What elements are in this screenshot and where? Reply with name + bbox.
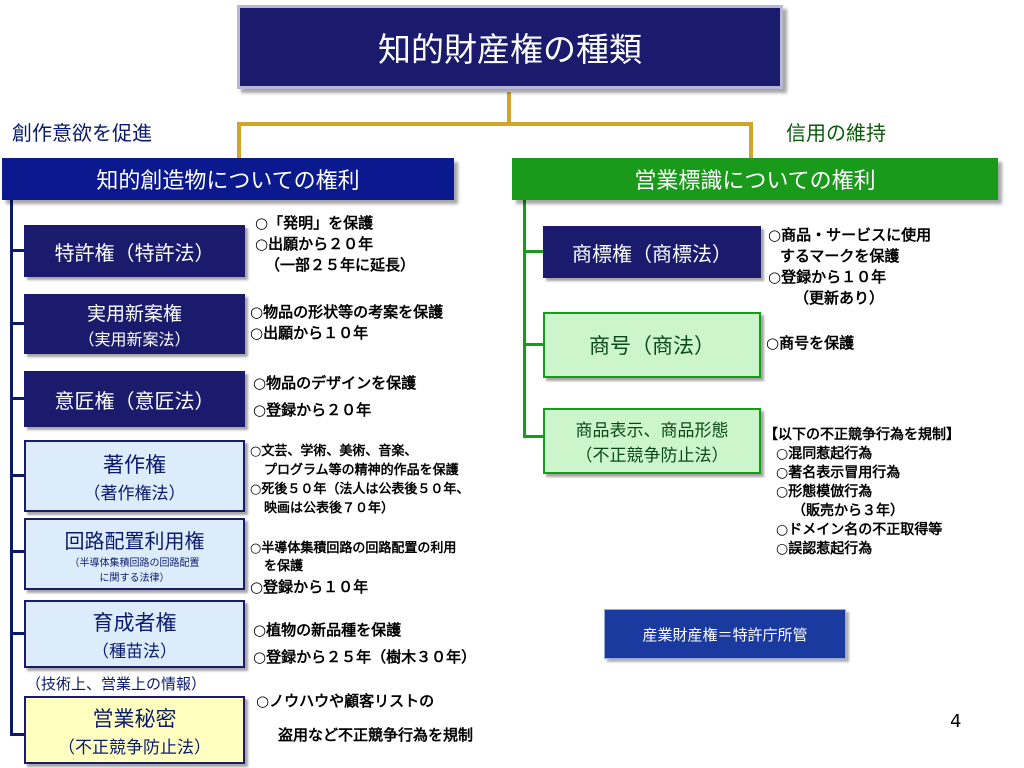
description-line: ○ドメイン名の不正取得等 bbox=[776, 522, 943, 538]
patent-right-description: ○「発明」を保護 ○出願から２０年 （一部２５年に延長） bbox=[255, 213, 415, 276]
left-section-header-text: 知的創造物についての権利 bbox=[96, 169, 360, 194]
description-line: ○混同惹起行為 bbox=[776, 446, 873, 462]
breeder-right-box: 育成者権 （種苗法） bbox=[24, 600, 245, 668]
left-branch bbox=[10, 632, 24, 635]
copyright-sub: （著作権法） bbox=[83, 483, 186, 504]
product-display-label: 商品表示、商品形態 bbox=[575, 421, 729, 441]
product-display-description: 【以下の不正競争行為を規制】 ○混同惹起行為 ○著名表示冒用行為 ○形態模倣行為… bbox=[764, 426, 960, 559]
trademark-right-description: ○商品・サービスに使用 するマークを保護 ○登録から１０年 （更新あり） bbox=[768, 225, 931, 309]
description-line: 映画は公表後７０年） bbox=[264, 501, 395, 516]
page-number: 4 bbox=[950, 711, 962, 732]
description-line: ○出願から１０年 bbox=[250, 324, 369, 342]
description-line: ○著名表示冒用行為 bbox=[776, 465, 901, 481]
utility-model-sub: （実用新案法） bbox=[78, 329, 191, 349]
copyright-box: 著作権 （著作権法） bbox=[24, 440, 245, 512]
design-right-description: ○物品のデザインを保護 ○登録から２０年 bbox=[253, 370, 416, 424]
description-line: ○登録から１０年 bbox=[768, 268, 887, 286]
right-branch bbox=[523, 435, 543, 438]
right-top-label: 信用の維持 bbox=[786, 121, 886, 145]
description-line: を保護 bbox=[264, 559, 304, 574]
description-line: （更新あり） bbox=[794, 289, 885, 307]
trade-name-box: 商号（商法） bbox=[543, 312, 761, 378]
circuit-layout-box: 回路配置利用権 （半導体集積回路の回路配置 に関する法律） bbox=[24, 518, 245, 590]
description-line: ○登録から１０年 bbox=[250, 578, 369, 596]
right-section-header-text: 営業標識についての権利 bbox=[634, 169, 876, 194]
left-vertical-spine bbox=[10, 198, 13, 736]
left-branch bbox=[10, 397, 24, 400]
description-line: ○形態模倣行為 bbox=[776, 484, 873, 500]
circuit-layout-description: ○半導体集積回路の回路配置の利用 を保護 ○登録から１０年 bbox=[250, 540, 456, 598]
description-line: ○商号を保護 bbox=[766, 334, 855, 352]
trade-name-label: 商号（商法） bbox=[589, 334, 715, 358]
breeder-right-description: ○植物の新品種を保護 ○登録から２５年（樹木３０年） bbox=[253, 617, 476, 671]
description-line: ○出願から２０年 bbox=[255, 235, 374, 253]
left-branch bbox=[10, 249, 24, 252]
right-section-header: 営業標識についての権利 bbox=[512, 158, 998, 200]
industrial-property-note-text: 産業財産権＝特許庁所管 bbox=[642, 625, 808, 644]
trademark-right-box: 商標権（商標法） bbox=[543, 226, 761, 278]
description-line: ○「発明」を保護 bbox=[255, 214, 374, 232]
copyright-description: ○文芸、学術、美術、音楽、 プログラム等の精神的作品を保護 ○死後５０年（法人は… bbox=[250, 442, 469, 518]
description-line: ○登録から２０年 bbox=[253, 401, 372, 419]
description-line: するマークを保護 bbox=[780, 247, 900, 265]
description-line: プログラム等の精神的作品を保護 bbox=[264, 463, 459, 478]
description-line: ○死後５０年（法人は公表後５０年、 bbox=[250, 482, 470, 497]
design-right-box: 意匠権（意匠法） bbox=[24, 371, 245, 427]
description-line: ○植物の新品種を保護 bbox=[253, 621, 402, 639]
description-line: （販売から３年） bbox=[792, 503, 904, 519]
description-line: ○文芸、学術、美術、音楽、 bbox=[250, 444, 418, 459]
description-line: ○登録から２５年（樹木３０年） bbox=[253, 648, 477, 666]
patent-right-box: 特許権（特許法） bbox=[24, 225, 245, 277]
trade-secret-description: ○ノウハウや顧客リストの 盗用など不正競争行為を規制 bbox=[256, 684, 473, 752]
title-connector bbox=[507, 92, 511, 124]
circuit-layout-sub: （半導体集積回路の回路配置 bbox=[69, 557, 200, 569]
left-branch bbox=[10, 550, 24, 553]
left-branch bbox=[10, 322, 24, 325]
design-right-label: 意匠権（意匠法） bbox=[54, 388, 215, 413]
trade-secret-box: 営業秘密 （不正競争防止法） bbox=[24, 696, 245, 764]
right-vertical-spine bbox=[523, 200, 526, 438]
left-branch bbox=[10, 733, 24, 736]
trade-secret-note: （技術上、営業上の情報） bbox=[26, 675, 207, 693]
utility-model-label: 実用新案権 bbox=[86, 302, 182, 325]
breeder-right-sub: （種苗法） bbox=[92, 641, 177, 662]
left-drop-connector bbox=[237, 122, 241, 158]
product-display-sub: （不正競争防止法） bbox=[575, 446, 729, 466]
trade-name-description: ○商号を保護 bbox=[766, 333, 854, 354]
breeder-right-label: 育成者権 bbox=[92, 610, 177, 635]
page-title: 知的財産権の種類 bbox=[237, 5, 783, 89]
top-horizontal-connector bbox=[237, 122, 753, 126]
description-line: 盗用など不正競争行為を規制 bbox=[278, 726, 474, 744]
description-line: ○物品のデザインを保護 bbox=[253, 374, 417, 392]
trade-secret-label: 営業秘密 bbox=[92, 706, 177, 731]
right-branch bbox=[523, 250, 543, 253]
patent-right-label: 特許権（特許法） bbox=[54, 240, 215, 265]
utility-model-box: 実用新案権 （実用新案法） bbox=[24, 294, 245, 354]
description-line: ○物品の形状等の考案を保護 bbox=[250, 303, 444, 321]
left-top-label: 創作意欲を促進 bbox=[12, 121, 152, 145]
left-section-header: 知的創造物についての権利 bbox=[2, 158, 454, 200]
left-branch bbox=[10, 474, 24, 477]
circuit-layout-sub2: に関する法律） bbox=[99, 572, 170, 584]
description-line: ○誤認惹起行為 bbox=[776, 541, 873, 557]
description-line: ○半導体集積回路の回路配置の利用 bbox=[250, 541, 457, 556]
description-line: ○商品・サービスに使用 bbox=[768, 226, 932, 244]
trade-secret-sub: （不正競争防止法） bbox=[58, 737, 211, 758]
circuit-layout-label: 回路配置利用権 bbox=[64, 528, 205, 553]
description-line: （一部２５年に延長） bbox=[265, 256, 416, 274]
page-title-text: 知的財産権の種類 bbox=[378, 30, 642, 69]
trademark-right-label: 商標権（商標法） bbox=[572, 241, 732, 266]
description-line: ○ノウハウや顧客リストの bbox=[256, 692, 435, 710]
product-display-box: 商品表示、商品形態 （不正競争防止法） bbox=[543, 408, 761, 474]
right-drop-connector bbox=[749, 122, 753, 158]
copyright-label: 著作権 bbox=[103, 452, 166, 477]
right-branch bbox=[523, 343, 543, 346]
utility-model-description: ○物品の形状等の考案を保護 ○出願から１０年 bbox=[250, 302, 443, 344]
industrial-property-note: 産業財産権＝特許庁所管 bbox=[604, 609, 846, 659]
description-line: 【以下の不正競争行為を規制】 bbox=[764, 427, 960, 443]
